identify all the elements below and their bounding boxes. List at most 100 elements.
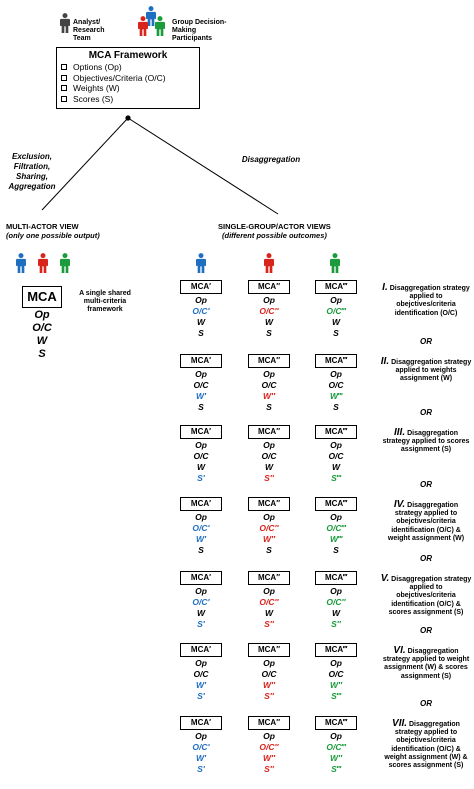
mca-variant-box: MCA″ [248,280,290,294]
strategy-description: V. Disaggregation strategy applied to ob… [380,573,472,617]
strategy-number: IV. [393,499,406,510]
component-label: S′ [197,764,205,774]
strategy-description: IV. Disaggregation strategy applied to o… [380,499,472,543]
framework-item: Objectives/Criteria (O/C) [57,73,199,84]
mca-variant-box: MCA‴ [315,280,357,294]
component-label: O/C [261,451,277,461]
participants-label: Group Decision- Making Participants [172,19,227,42]
component-label: Op [263,295,275,305]
person-green-icon [60,253,70,273]
component-label: O/C′ [192,523,210,533]
component-label: S″ [264,619,274,629]
component-label: O/C‴ [326,742,346,752]
mca-variant-box: MCA′ [180,425,222,439]
component-label: S″ [264,764,274,774]
component-label: S″ [331,619,341,629]
component-label: Op [330,586,342,596]
component-label: W [331,462,341,472]
framework-item: Options (Op) [57,62,199,73]
mca-row-w: W [36,335,48,347]
strategy-text: Disaggregation strategy applied to obejc… [388,576,472,616]
component-label: W [264,608,274,618]
mca-variant-box: MCA‴ [315,716,357,730]
component-label: S″ [264,473,274,483]
component-label: W [264,462,274,472]
component-label: O/C [328,380,344,390]
component-label: Op [263,658,275,668]
strategy-description: III. Disaggregation strategy applied to … [380,427,472,455]
component-label: Op [263,512,275,522]
mca-variant-box: MCA‴ [315,425,357,439]
component-label: S [333,545,339,555]
component-label: S′ [197,691,205,701]
component-label: W″ [262,753,276,763]
branch-lines [41,115,279,215]
strategy-description: VI. Disaggregation strategy applied to w… [380,646,472,681]
component-label: S [198,328,204,338]
strategy-number: VII. [392,718,408,729]
component-label: W′ [195,391,207,401]
checkbox-icon [61,74,67,81]
person-red-icon [264,253,274,273]
component-label: W′ [195,680,207,690]
component-label: W [196,608,206,618]
or-separator: OR [420,626,432,635]
mca-variant-box: MCA‴ [315,643,357,657]
mca-variant-box: MCA′ [180,497,222,511]
strategy-text: Disaggregation strategy applied to score… [382,430,470,454]
mca-shared-box: MCA [22,286,62,308]
mca-row-s: S [38,348,46,360]
or-separator: OR [420,337,432,346]
component-label: S [198,402,204,412]
component-label: O/C″ [326,597,346,607]
component-label: W [331,317,341,327]
component-label: O/C″ [259,523,279,533]
strategy-description: VII. Disaggregation strategy applied to … [380,718,472,770]
component-label: O/C″ [259,597,279,607]
component-label: W″ [262,680,276,690]
mca-variant-box: MCA″ [248,716,290,730]
component-label: W [331,608,341,618]
strategy-text: Disaggregation strategy applied to weigh… [391,359,472,383]
framework-item: Weights (W) [57,83,199,94]
mca-variant-box: MCA‴ [315,497,357,511]
strategy-number: I. [382,282,388,293]
strategy-text: Disaggregation strategy applied to weigh… [382,648,470,680]
branch-right-label: Disaggregation [241,155,301,164]
component-label: W″ [262,534,276,544]
component-label: Op [195,586,207,596]
strategy-number: III. [393,427,406,438]
component-label: O/C″ [259,742,279,752]
component-label: O/C [193,451,209,461]
component-label: W″ [262,391,276,401]
strategy-number: V. [380,573,390,584]
component-label: Op [195,731,207,741]
component-label: O/C [261,380,277,390]
component-label: O/C [261,669,277,679]
component-label: Op [330,731,342,741]
component-label: O/C [328,669,344,679]
mca-variant-box: MCA″ [248,354,290,368]
component-label: W‴ [329,534,343,544]
component-label: S‴ [331,473,341,483]
component-label: Op [195,369,207,379]
component-label: O/C′ [192,306,210,316]
branch-left-label: Exclusion, Filtration, Sharing, Aggregat… [8,152,56,191]
component-label: Op [195,440,207,450]
person-red-icon [38,253,48,273]
single-group-subtitle: (different possible outcomes) [222,231,327,240]
mca-variant-box: MCA″ [248,643,290,657]
component-label: S′ [197,619,205,629]
mca-variant-box: MCA′ [180,571,222,585]
or-separator: OR [420,554,432,563]
component-label: W″ [329,753,343,763]
component-label: W‴ [329,391,343,401]
mca-row-op: Op [34,309,50,321]
shared-framework-note: A single shared multi-criteria framework [79,290,131,313]
strategy-description: II. Disaggregation strategy applied to w… [380,357,472,384]
strategy-text: Disaggregation strategy applied to obejc… [384,721,468,770]
framework-list: Options (Op) Objectives/Criteria (O/C) W… [57,62,199,104]
component-label: S [333,402,339,412]
component-label: O/C [193,380,209,390]
component-label: O/C [328,451,344,461]
